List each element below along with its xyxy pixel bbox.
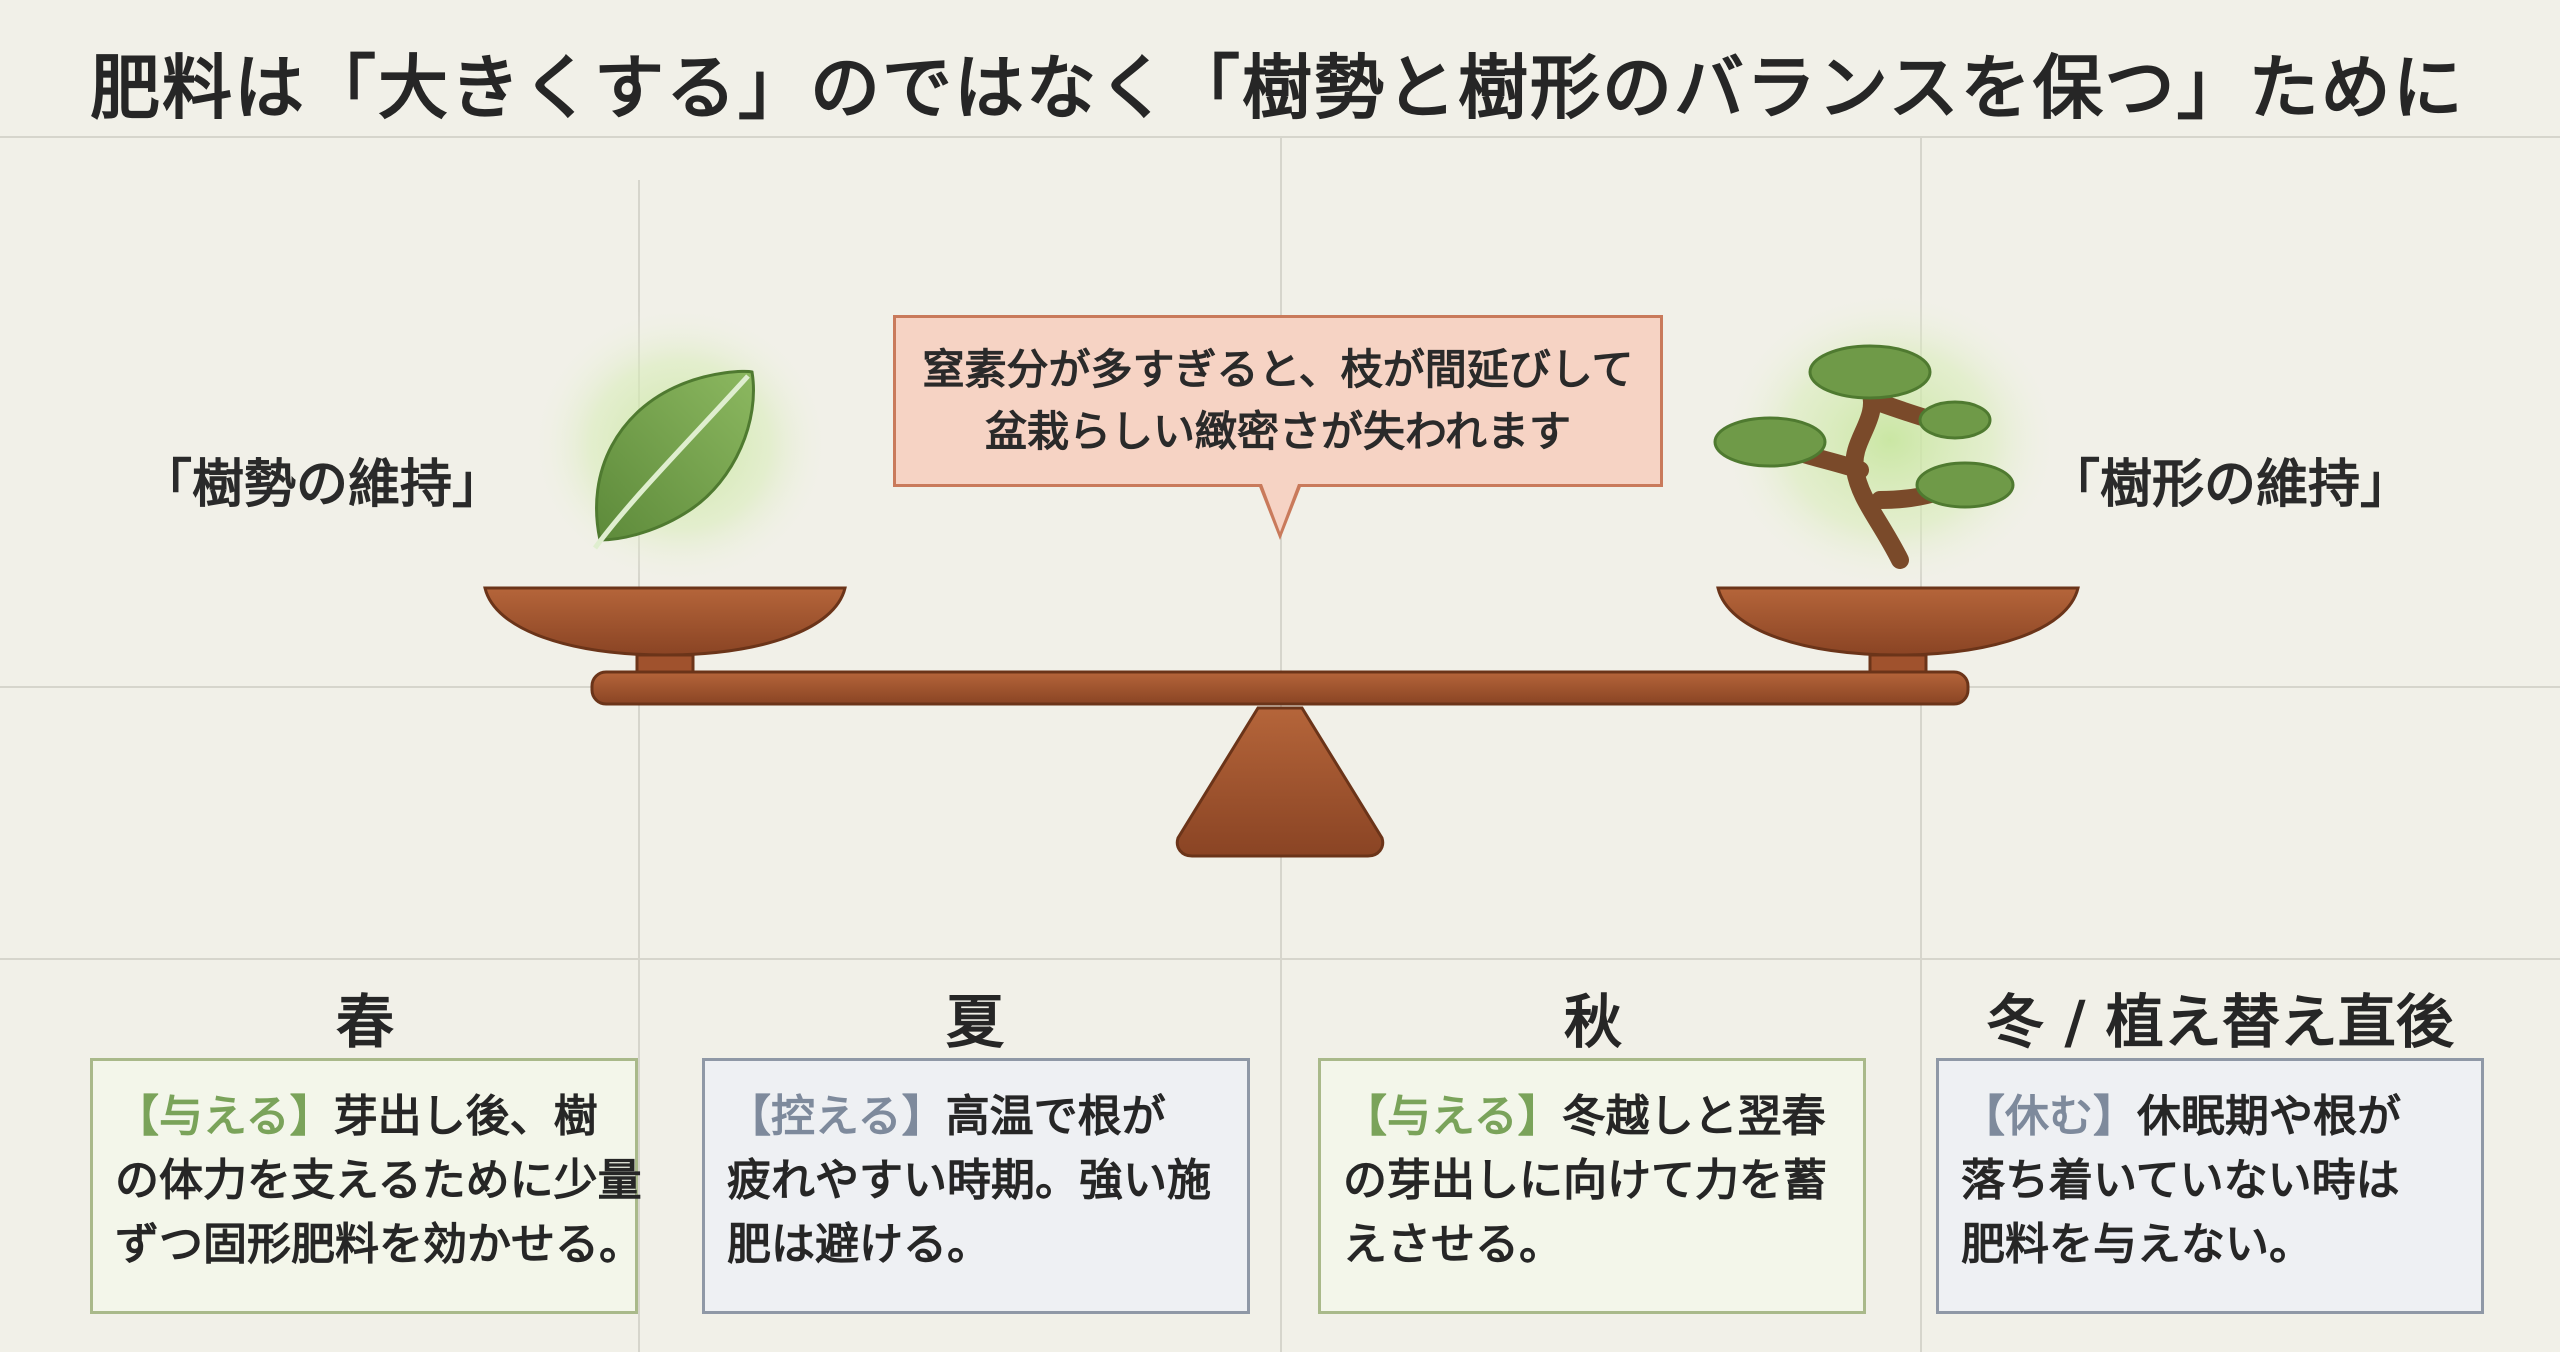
- card-tag: 【与える】: [1343, 1091, 1562, 1142]
- season-title-autumn: 秋: [1563, 988, 1622, 1056]
- leaf-icon: [530, 305, 830, 585]
- left-label: 「樹勢の維持」: [140, 455, 505, 515]
- grid-line-v3: [1920, 136, 1922, 1352]
- card-text: ずつ固形肥料を効かせる。: [115, 1219, 643, 1270]
- bonsai-tree-icon: [1713, 290, 2060, 590]
- grid-line-v1: [638, 180, 640, 1352]
- season-card-winter: 【休む】休眠期や根が 落ち着いていない時は 肥料を与えない。: [1936, 1058, 2484, 1314]
- card-text: 冬越しと翌春: [1561, 1091, 1826, 1142]
- season-card-summer: 【控える】高温で根が 疲れやすい時期。強い施 肥は避ける。: [702, 1058, 1250, 1314]
- season-title-spring: 春: [335, 988, 394, 1056]
- card-text: 疲れやすい時期。強い施: [727, 1155, 1211, 1206]
- season-card-spring: 【与える】芽出し後、樹 の体力を支えるために少量 ずつ固形肥料を効かせる。: [90, 1058, 643, 1314]
- card-text: 肥料を与えない。: [1961, 1219, 2313, 1270]
- season-title-winter: 冬 / 植え替え直後: [1986, 988, 2454, 1056]
- scale-beam: [590, 670, 1970, 706]
- callout-box: 窒素分が多すぎると、枝が間延びして 盆栽らしい緻密さが失われます: [893, 315, 1663, 487]
- card-text: の芽出しに向けて力を蓄: [1343, 1155, 1827, 1206]
- card-text: えさせる。: [1343, 1219, 1563, 1270]
- card-tag: 【与える】: [115, 1091, 334, 1142]
- card-text: 芽出し後、樹: [333, 1091, 598, 1142]
- callout-line-1: 窒素分が多すぎると、枝が間延びして: [922, 345, 1634, 394]
- card-text: 高温で根が: [945, 1091, 1166, 1142]
- card-text: 肥は避ける。: [727, 1219, 991, 1270]
- card-text: 落ち着いていない時は: [1961, 1155, 2400, 1206]
- right-scale-pan: [1716, 586, 2080, 677]
- season-card-autumn: 【与える】冬越しと翌春 の芽出しに向けて力を蓄 えさせる。: [1318, 1058, 1866, 1314]
- scale-fulcrum: [1175, 706, 1385, 858]
- season-title-summer: 夏: [945, 988, 1004, 1056]
- callout-tail-fill: [1262, 484, 1298, 532]
- card-text: 休眠期や根が: [2137, 1091, 2401, 1142]
- callout-line-2: 盆栽らしい緻密さが失われます: [985, 407, 1571, 456]
- right-label: 「樹形の維持」: [2048, 455, 2413, 515]
- card-tag: 【控える】: [727, 1091, 946, 1142]
- card-text: の体力を支えるために少量: [115, 1155, 642, 1206]
- card-tag: 【休む】: [1961, 1091, 2137, 1142]
- left-scale-pan: [483, 586, 847, 677]
- page-title: 肥料は「大きくする」のではなく「樹勢と樹形のバランスを保つ」ために: [90, 47, 2465, 129]
